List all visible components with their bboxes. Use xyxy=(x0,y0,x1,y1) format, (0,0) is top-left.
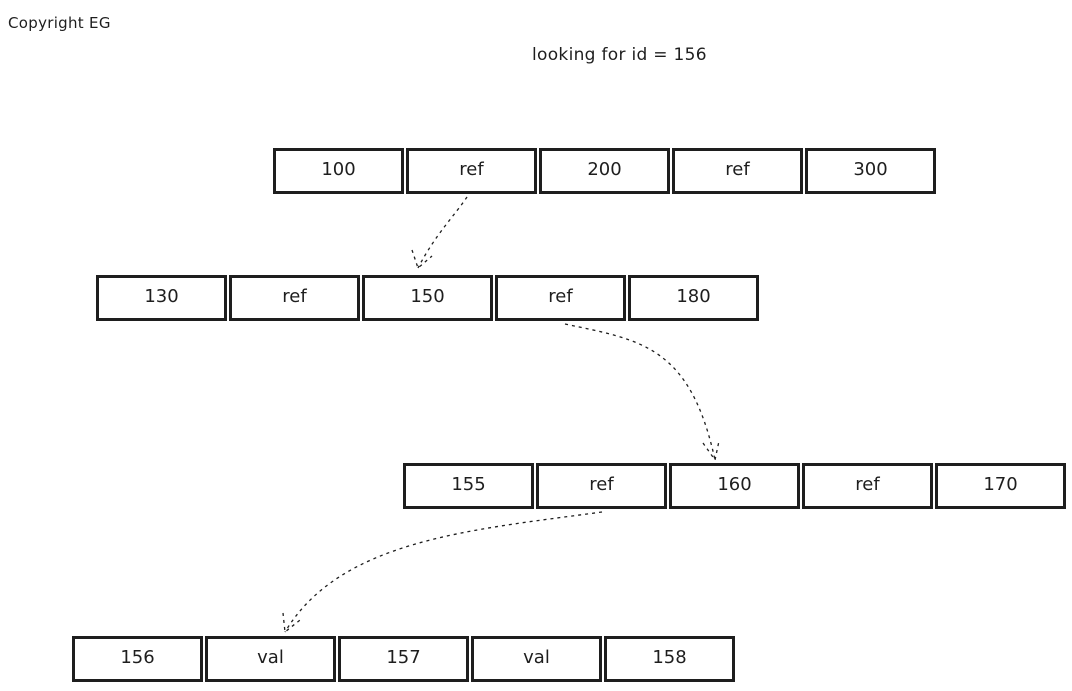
arrowhead-row1-to-row2 xyxy=(411,249,433,270)
key-cell: 200 xyxy=(539,148,670,194)
arrow-row3-to-row4 xyxy=(284,511,603,633)
arrowhead-row3-to-row4 xyxy=(282,612,301,634)
key-cell: 156 xyxy=(72,636,203,682)
ref-cell: ref xyxy=(536,463,667,509)
search-query-label: looking for id = 156 xyxy=(532,45,707,65)
ref-cell: ref xyxy=(672,148,803,194)
key-cell: 170 xyxy=(935,463,1066,509)
key-cell: 160 xyxy=(669,463,800,509)
key-cell: 158 xyxy=(604,636,735,682)
key-cell: 155 xyxy=(403,463,534,509)
arrowhead-row2-to-row3 xyxy=(702,440,720,462)
key-cell: 100 xyxy=(273,148,404,194)
ref-cell: ref xyxy=(406,148,537,194)
key-cell: 180 xyxy=(628,275,759,321)
key-cell: 130 xyxy=(96,275,227,321)
value-cell: val xyxy=(471,636,602,682)
value-cell: val xyxy=(205,636,336,682)
arrow-row1-to-row2 xyxy=(417,196,468,269)
btree-node-leaf: 156 val 157 val 158 xyxy=(72,636,735,682)
arrow-row2-to-row3 xyxy=(564,323,716,461)
btree-node-level-3: 155 ref 160 ref 170 xyxy=(403,463,1066,509)
ref-cell: ref xyxy=(495,275,626,321)
ref-cell: ref xyxy=(229,275,360,321)
key-cell: 150 xyxy=(362,275,493,321)
ref-cell: ref xyxy=(802,463,933,509)
copyright-label: Copyright EG xyxy=(8,14,111,32)
btree-node-root: 100 ref 200 ref 300 xyxy=(273,148,936,194)
key-cell: 300 xyxy=(805,148,936,194)
btree-node-level-2: 130 ref 150 ref 180 xyxy=(96,275,759,321)
key-cell: 157 xyxy=(338,636,469,682)
